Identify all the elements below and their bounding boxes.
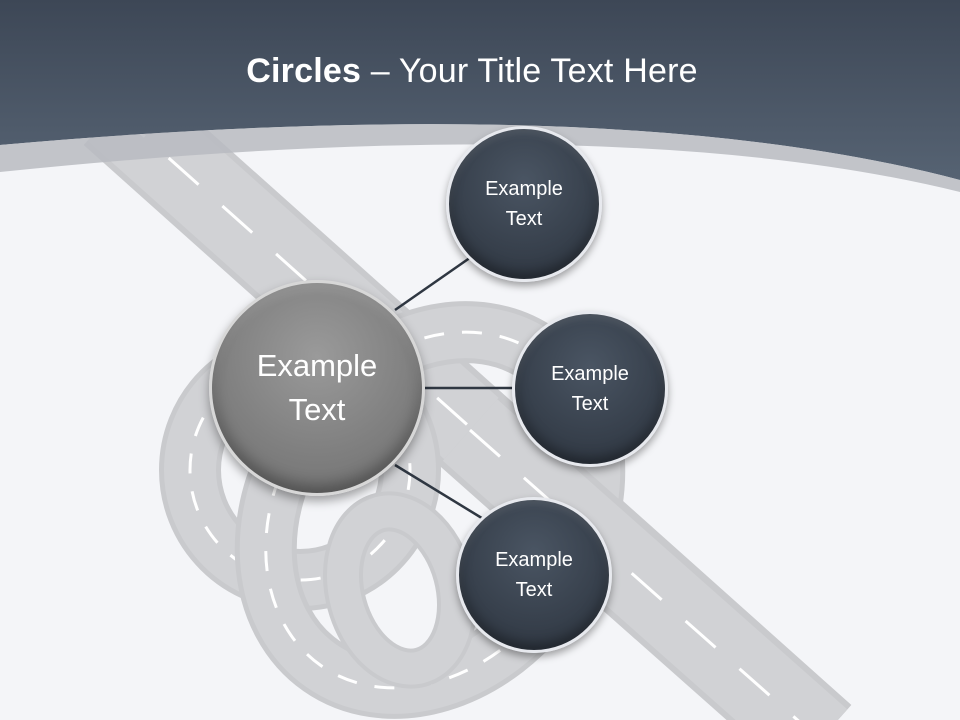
connector-line-1 [394,253,475,312]
hub-circle: Example Text [209,280,425,496]
header-band [0,0,960,180]
node-circle-3: Example Text [456,497,612,653]
node-circle-2: Example Text [512,311,668,467]
connector-line-3 [394,463,486,522]
road-illustration [83,74,852,720]
title-rest: – Your Title Text Here [361,52,698,90]
connector-lines [394,253,516,522]
hub-label: Example Text [256,348,378,427]
node-label-3: Example Text [495,549,573,601]
header-swoosh [0,124,960,192]
node-label-2: Example Text [551,363,629,415]
slide-title: Circles – Your Title Text Here [0,52,944,91]
node-circle-1: Example Text [446,126,602,282]
node-label-1: Example Text [485,178,563,230]
title-bold: Circles [246,52,362,90]
